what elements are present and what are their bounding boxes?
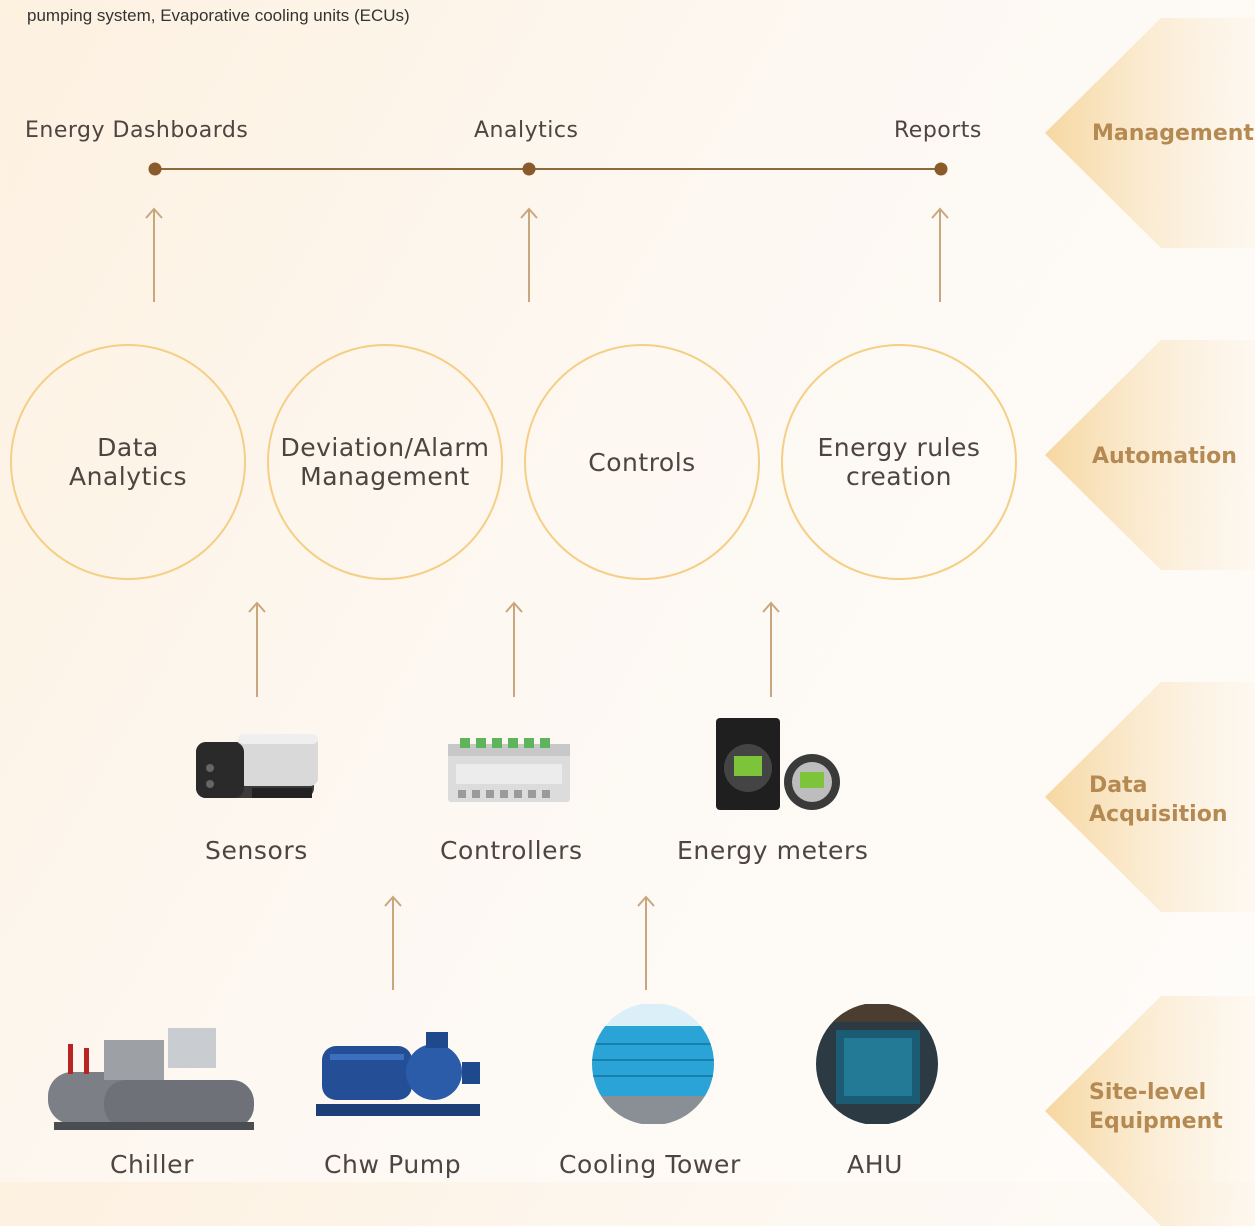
circle-line: creation xyxy=(845,462,953,491)
intro-text: pumping system, Evaporative cooling unit… xyxy=(27,6,410,25)
tier-automation: Automation xyxy=(1045,340,1255,570)
controller-module-icon xyxy=(448,738,570,802)
tier-label: Acquisition xyxy=(1089,802,1228,827)
tier-label: Equipment xyxy=(1089,1109,1223,1134)
tier-chevron-shape xyxy=(1045,682,1255,912)
circle-line: Management xyxy=(300,462,470,491)
arrow-up xyxy=(931,207,949,302)
arrow-up xyxy=(248,601,266,697)
management-item-reports: Reports xyxy=(894,118,982,143)
management-item-analytics: Analytics xyxy=(474,118,579,143)
sensor-device-icon xyxy=(196,734,318,798)
data-acq-label-energy-meters: Energy meters xyxy=(677,836,869,865)
timeline-node xyxy=(934,162,948,176)
timeline-node xyxy=(148,162,162,176)
circle-line: Analytics xyxy=(68,462,188,491)
arrow-up xyxy=(505,601,523,697)
tier-management: Management xyxy=(1045,18,1255,248)
circle-line: Energy rules xyxy=(817,433,981,462)
tier-chevron-shape xyxy=(1045,996,1255,1226)
circle-line: Data xyxy=(97,433,159,462)
tier-label: Automation xyxy=(1092,444,1237,469)
circle-line: Deviation/Alarm xyxy=(280,433,490,462)
arrow-up xyxy=(520,207,538,302)
automation-circle-controls: Controls xyxy=(524,344,760,580)
arrow-up xyxy=(762,601,780,697)
ahu-icon xyxy=(816,1004,938,1124)
connector-layer xyxy=(145,162,949,990)
equipment-label-cooling-tower: Cooling Tower xyxy=(559,1150,741,1179)
tier-chevron-shape xyxy=(1045,340,1255,570)
tier-site-level-equipment: Site-level Equipment xyxy=(1045,996,1255,1226)
arrow-up xyxy=(145,207,163,302)
energy-meter-icon xyxy=(716,718,840,810)
tier-label: Site-level xyxy=(1089,1080,1207,1105)
tier-chevron-shape xyxy=(1045,18,1255,248)
chiller-icon xyxy=(48,1028,254,1130)
tier-label: Data xyxy=(1089,773,1148,798)
arrow-up xyxy=(384,895,402,990)
timeline-node xyxy=(522,162,536,176)
equipment-label-ahu: AHU xyxy=(847,1150,903,1179)
circle-line: Controls xyxy=(588,447,696,477)
tier-data-acquisition: Data Acquisition xyxy=(1045,682,1255,912)
equipment-label-chiller: Chiller xyxy=(110,1150,194,1179)
arrow-up xyxy=(637,895,655,990)
data-acq-label-sensors: Sensors xyxy=(205,836,308,865)
cooling-tower-icon xyxy=(592,1004,714,1124)
management-item-energy-dashboards: Energy Dashboards xyxy=(25,118,249,143)
equipment-label-chw-pump: Chw Pump xyxy=(324,1150,462,1179)
data-acq-label-controllers: Controllers xyxy=(440,836,583,865)
pump-icon xyxy=(316,1032,480,1116)
tier-label: Management xyxy=(1092,121,1254,146)
